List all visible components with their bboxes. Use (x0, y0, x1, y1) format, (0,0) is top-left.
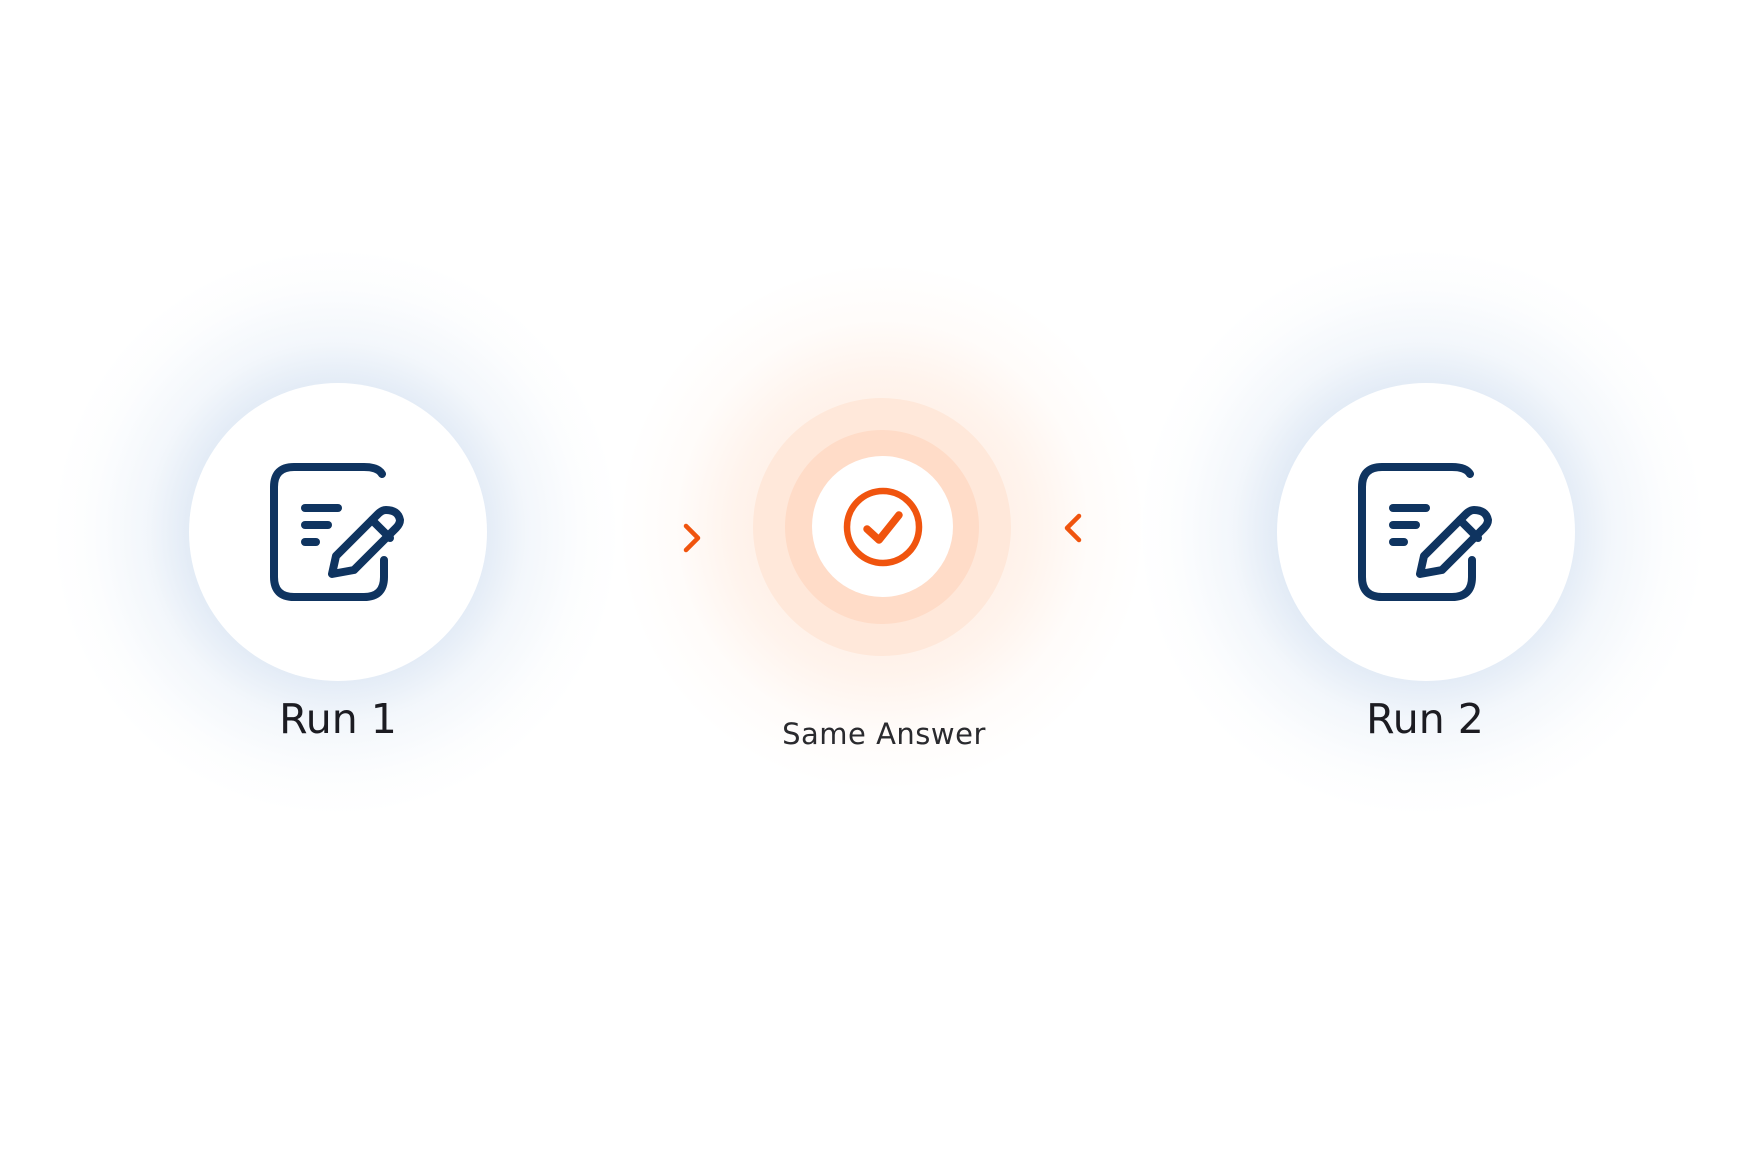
run1-label: Run 1 (279, 695, 397, 743)
edit-note-icon (270, 463, 404, 601)
connector-run1-to-answer (500, 518, 710, 558)
run2-label: Run 2 (1366, 695, 1484, 743)
answer-label: Same Answer (782, 717, 986, 751)
arrowhead (1064, 513, 1082, 543)
connector-run2-to-answer (1055, 508, 1265, 548)
arrowhead (683, 523, 701, 553)
check-circle-icon (843, 487, 922, 566)
edit-note-icon (1358, 463, 1492, 601)
run1-node (189, 383, 487, 681)
run2-node (1277, 383, 1575, 681)
answer-node (812, 456, 953, 597)
